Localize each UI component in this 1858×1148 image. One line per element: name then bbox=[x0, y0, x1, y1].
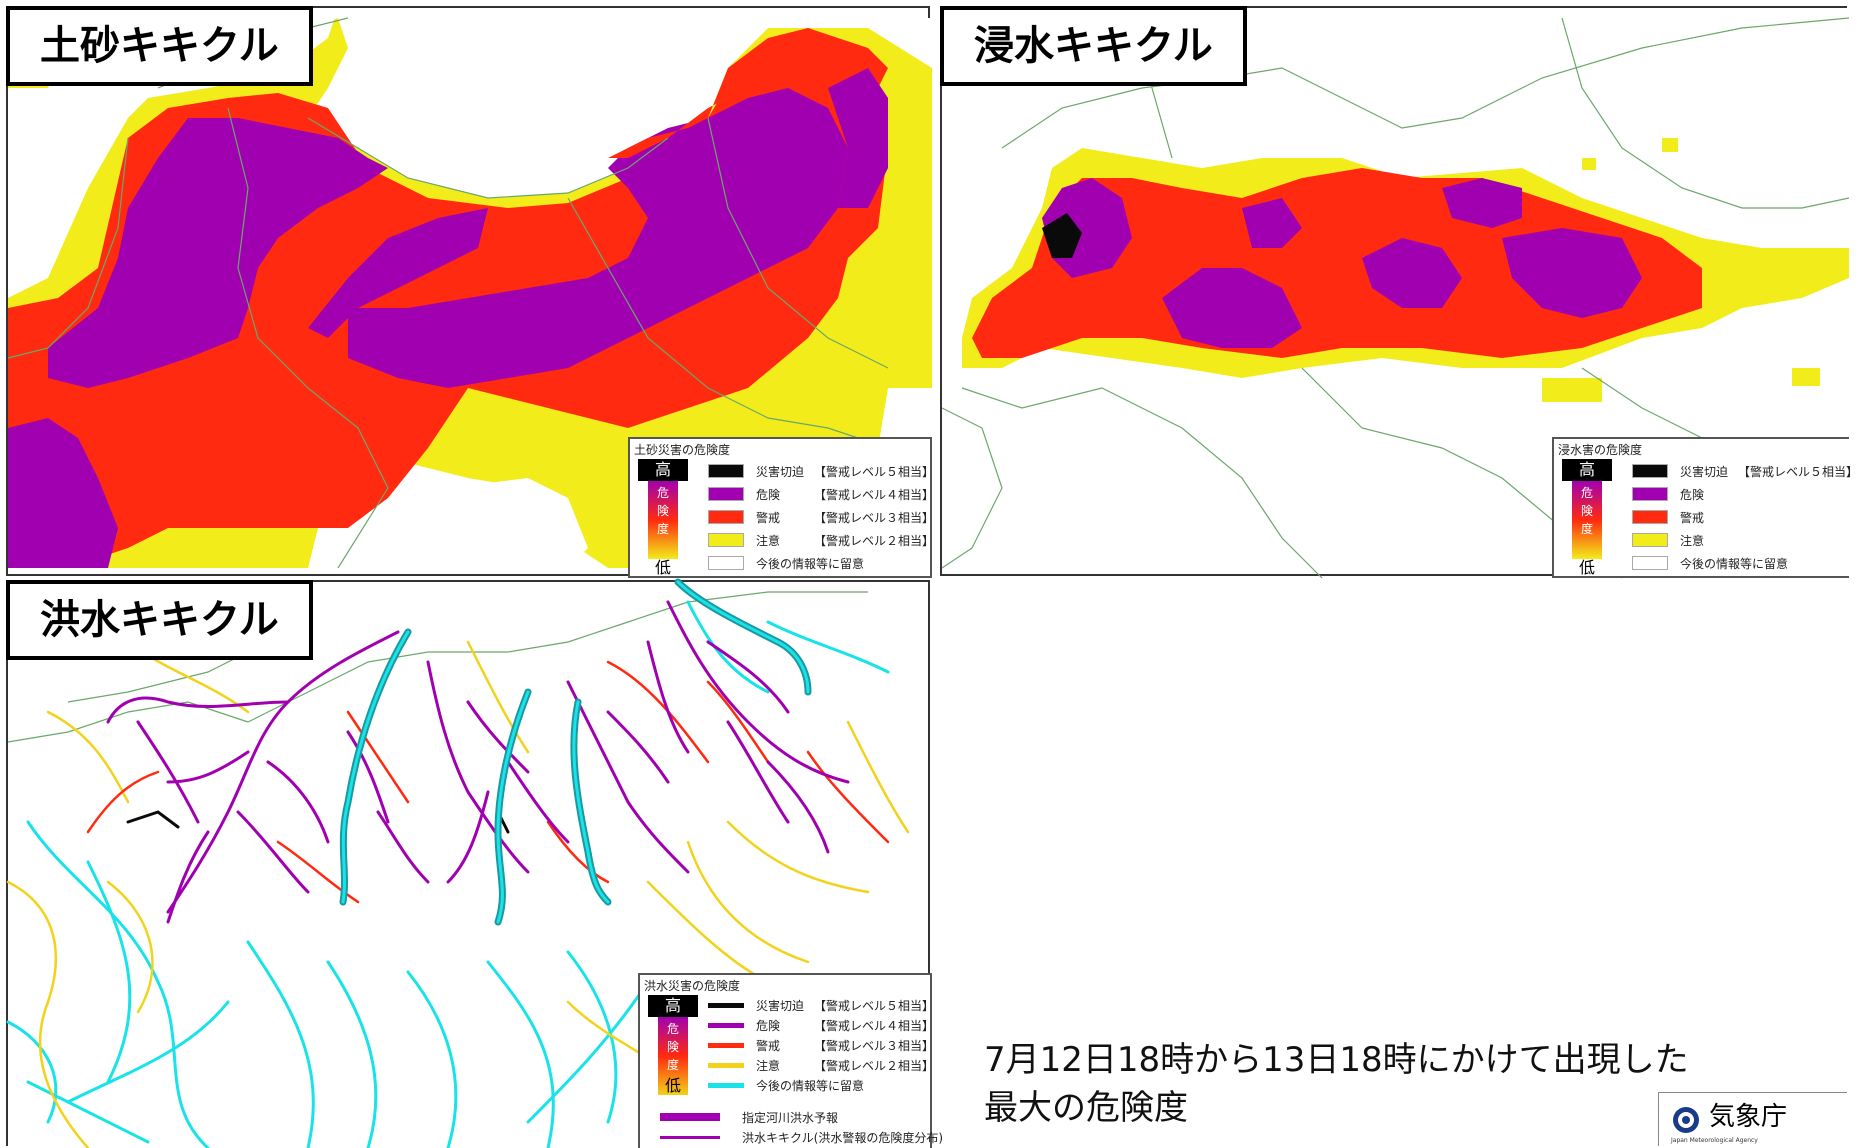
legend-row: 警戒【警戒レベル３相当】 bbox=[708, 507, 934, 527]
panel-title: 浸水キキクル bbox=[940, 6, 1247, 86]
legend-row: 災害切迫【警戒レベル５相当】 bbox=[708, 461, 934, 481]
caption-line: 7月12日18時から13日18時にかけて出現した bbox=[984, 1040, 1689, 1080]
legend-line-swatch bbox=[708, 1082, 744, 1088]
kozui-kikikuru-panel: 洪水キキクル 洪水災害の危険度 高 危 険 度 低 災害切迫【警戒レベル５相当】… bbox=[6, 578, 943, 1148]
legend-high-label: 高 bbox=[648, 995, 698, 1017]
panel-title: 洪水キキクル bbox=[6, 580, 313, 660]
legend-row: 危険【警戒レベル４相当】 bbox=[708, 484, 934, 504]
shinsui-kikikuru-panel: 浸水キキクル 浸水害の危険度 高 危 険 度 低 災害切迫【警戒レベル５相当】 … bbox=[940, 6, 1858, 579]
legend-row: 注意【警戒レベル２相当】 bbox=[708, 1055, 934, 1075]
caption-line: 最大の危険度 bbox=[984, 1088, 1188, 1128]
legend-high-label: 高 bbox=[1562, 459, 1612, 481]
legend-low-label: 低 bbox=[654, 558, 671, 577]
jma-emblem-icon bbox=[1673, 1107, 1699, 1133]
legend-row: 今後の情報等に留意 bbox=[708, 553, 864, 573]
legend-title: 土砂災害の危険度 bbox=[634, 443, 731, 457]
legend-line-swatch bbox=[708, 1042, 744, 1048]
legend-extra-row: 指定河川洪水予報 bbox=[660, 1107, 838, 1127]
legend-extra-row: 洪水キキクル(洪水警報の危険度分布) bbox=[660, 1127, 943, 1147]
legend-line-swatch bbox=[660, 1113, 720, 1121]
legend-row: 危険【警戒レベル４相当】 bbox=[708, 1015, 934, 1035]
legend-low-label: 低 bbox=[1578, 558, 1595, 577]
legend-vertical-char: 危 bbox=[1580, 486, 1593, 500]
caption: 7月12日18時から13日18時にかけて出現した 最大の危険度 bbox=[984, 1036, 1689, 1132]
legend-row: 警戒【警戒レベル３相当】 bbox=[708, 1035, 934, 1055]
legend-high-label: 高 bbox=[638, 459, 688, 481]
legend-line-swatch bbox=[708, 1022, 744, 1028]
legend-swatch bbox=[1632, 510, 1668, 524]
jma-subtitle: Japan Meteorological Agency bbox=[1671, 1137, 1758, 1144]
panel-title: 土砂キキクル bbox=[6, 6, 313, 86]
legend-row: 今後の情報等に留意 bbox=[708, 1075, 864, 1095]
legend-swatch bbox=[1632, 487, 1668, 501]
risk-legend: 浸水害の危険度 高 危 険 度 低 災害切迫【警戒レベル５相当】 危険 警戒 注… bbox=[1552, 437, 1858, 578]
jma-logo: 気象庁 Japan Meteorological Agency bbox=[1658, 1092, 1847, 1146]
risk-legend: 土砂災害の危険度 高 危 険 度 低 災害切迫【警戒レベル５相当】 危険【警戒レ… bbox=[628, 437, 934, 578]
legend-vertical-char: 危 bbox=[666, 1022, 679, 1036]
legend-vertical-char: 危 bbox=[656, 486, 669, 500]
legend-swatch bbox=[708, 464, 744, 478]
legend-swatch bbox=[1632, 464, 1668, 478]
legend-swatch bbox=[1632, 533, 1668, 547]
legend-row: 災害切迫【警戒レベル５相当】 bbox=[1632, 461, 1858, 481]
legend-swatch bbox=[708, 487, 744, 501]
legend-row: 今後の情報等に留意 bbox=[1632, 553, 1788, 573]
legend-vertical-char: 険 bbox=[656, 504, 669, 518]
legend-row: 注意【警戒レベル２相当】 bbox=[708, 530, 934, 550]
legend-vertical-char: 度 bbox=[666, 1058, 679, 1072]
legend-title: 浸水害の危険度 bbox=[1558, 443, 1643, 457]
shinsui-risk-map bbox=[941, 17, 1850, 579]
legend-swatch bbox=[1632, 556, 1668, 570]
legend-vertical-char: 険 bbox=[666, 1040, 679, 1054]
risk-legend: 洪水災害の危険度 高 危 険 度 低 災害切迫【警戒レベル５相当】 危険【警戒レ… bbox=[638, 973, 943, 1148]
legend-low-label: 低 bbox=[664, 1076, 681, 1095]
legend-row: 危険 bbox=[1632, 484, 1738, 504]
legend-row: 警戒 bbox=[1632, 507, 1738, 527]
legend-swatch bbox=[708, 556, 744, 570]
legend-vertical-char: 度 bbox=[1580, 522, 1593, 536]
legend-vertical-char: 険 bbox=[1580, 504, 1593, 518]
legend-vertical-char: 度 bbox=[656, 522, 669, 536]
legend-row: 災害切迫【警戒レベル５相当】 bbox=[708, 995, 934, 1015]
legend-line-swatch bbox=[660, 1135, 720, 1139]
legend-swatch bbox=[708, 533, 744, 547]
legend-row: 注意 bbox=[1632, 530, 1738, 550]
legend-line-swatch bbox=[708, 1002, 744, 1008]
legend-line-swatch bbox=[708, 1062, 744, 1068]
jma-name: 気象庁 bbox=[1709, 1102, 1788, 1132]
legend-title: 洪水災害の危険度 bbox=[644, 979, 741, 993]
legend-swatch bbox=[708, 510, 744, 524]
dosha-kikikuru-panel: 土砂キキクル 土砂災害の危険度 高 危 険 度 低 災害切迫【警戒レベル５相当】… bbox=[6, 6, 934, 578]
